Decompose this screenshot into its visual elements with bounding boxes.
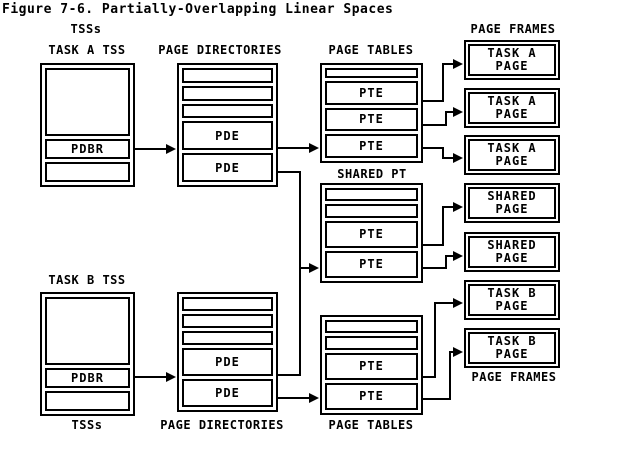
page-directory-b-box: PDE PDE [177, 292, 278, 412]
table-a-pte-cell-2: PTE [325, 107, 418, 132]
connector-pde-trunk-shared [278, 171, 301, 376]
dir-a-row-1 [182, 68, 273, 83]
task-b-tss-box: PDBR [40, 292, 135, 416]
page-frame-text: SHARED PAGE [468, 187, 556, 219]
frame-line2: PAGE [495, 59, 529, 73]
page-table-a-box: PTE PTE PTE [320, 63, 423, 163]
table-b-pte-cell-2: PTE [325, 382, 418, 410]
dir-b-pde-cell-2: PDE [182, 379, 273, 407]
dir-b-row-3 [182, 331, 273, 345]
table-b-row-2 [325, 336, 418, 350]
connector-pte-b2-to-frame7 [423, 347, 463, 400]
connector-pte-b1-to-frame6 [423, 298, 463, 378]
label-page-directories-top: PAGE DIRECTORIES [158, 43, 282, 57]
page-frame-text: TASK A PAGE [468, 44, 556, 76]
task-a-tss-box: PDBR [40, 63, 135, 187]
frame-line1: TASK A [487, 46, 537, 60]
page-table-b-box: PTE PTE [320, 315, 423, 415]
label-page-tables-bottom: PAGE TABLES [328, 418, 414, 432]
shared-pt-pte-cell-2: PTE [325, 250, 418, 278]
label-task-a-tss: TASK A TSS [48, 43, 126, 57]
frame-line1: TASK B [487, 334, 537, 348]
tss-a-pdbr-cell: PDBR [45, 139, 130, 159]
page-frame-task-b-2: TASK B PAGE [464, 328, 560, 368]
tss-b-bottom-cell [45, 391, 130, 411]
page-frame-task-b-1: TASK B PAGE [464, 280, 560, 320]
page-frame-text: TASK B PAGE [468, 284, 556, 316]
shared-pt-pte-cell-1: PTE [325, 220, 418, 248]
label-page-frames-top: PAGE FRAMES [470, 22, 556, 36]
connector-shared-pte2-to-frame5 [423, 251, 463, 269]
tss-a-empty-cell [45, 68, 130, 136]
page-directory-a-box: PDE PDE [177, 63, 278, 187]
page-frame-text: TASK A PAGE [468, 139, 556, 171]
dir-a-row-3 [182, 103, 273, 119]
tss-b-pdbr-cell: PDBR [45, 368, 130, 388]
dir-a-row-2 [182, 85, 273, 101]
frame-line1: TASK B [487, 286, 537, 300]
page-frame-text: TASK A PAGE [468, 92, 556, 124]
page-frame-text: TASK B PAGE [468, 332, 556, 364]
tss-b-empty-cell [45, 297, 130, 365]
label-shared-pt: SHARED PT [337, 167, 407, 181]
dir-a-pde-cell-1: PDE [182, 121, 273, 151]
page-frame-task-a-2: TASK A PAGE [464, 88, 560, 128]
frame-line1: SHARED [487, 238, 537, 252]
connector-pte-a2-to-frame2 [423, 107, 463, 126]
label-tsss-bottom: TSSs [71, 418, 103, 432]
connector-pte-a1-to-frame1 [423, 59, 463, 102]
frame-line2: PAGE [495, 251, 529, 265]
page-frame-shared-2: SHARED PAGE [464, 232, 560, 272]
frame-line2: PAGE [495, 202, 529, 216]
frame-line2: PAGE [495, 154, 529, 168]
frame-line2: PAGE [495, 347, 529, 361]
figure-title: Figure 7-6. Partially-Overlapping Linear… [2, 2, 394, 17]
dir-b-row-1 [182, 297, 273, 311]
shared-pt-row-2 [325, 204, 418, 218]
table-a-pte-cell-1: PTE [325, 80, 418, 105]
connector-shared-pte1-to-frame4 [423, 202, 463, 246]
tss-a-bottom-cell [45, 162, 130, 182]
frame-line1: TASK A [487, 94, 537, 108]
dir-a-pde-cell-2: PDE [182, 153, 273, 182]
shared-pt-box: PTE PTE [320, 183, 423, 283]
dir-b-row-2 [182, 314, 273, 328]
table-b-pte-cell-1: PTE [325, 352, 418, 380]
frame-line2: PAGE [495, 299, 529, 313]
label-task-b-tss: TASK B TSS [48, 273, 126, 287]
label-tsss-top: TSSs [70, 22, 102, 36]
page-frame-text: SHARED PAGE [468, 236, 556, 268]
label-page-frames-bottom: PAGE FRAMES [471, 370, 557, 384]
frame-line1: TASK A [487, 141, 537, 155]
page-frame-task-a-1: TASK A PAGE [464, 40, 560, 80]
table-b-row-1 [325, 320, 418, 334]
connector-pte-a3-to-frame3 [423, 147, 463, 163]
label-page-directories-bottom: PAGE DIRECTORIES [160, 418, 284, 432]
table-a-row-1 [325, 68, 418, 78]
dir-b-pde-cell-1: PDE [182, 348, 273, 376]
frame-line1: SHARED [487, 189, 537, 203]
page-frame-shared-1: SHARED PAGE [464, 183, 560, 223]
shared-pt-row-1 [325, 188, 418, 202]
label-page-tables-top: PAGE TABLES [328, 43, 414, 57]
table-a-pte-cell-3: PTE [325, 134, 418, 158]
page-frame-task-a-3: TASK A PAGE [464, 135, 560, 175]
frame-line2: PAGE [495, 107, 529, 121]
